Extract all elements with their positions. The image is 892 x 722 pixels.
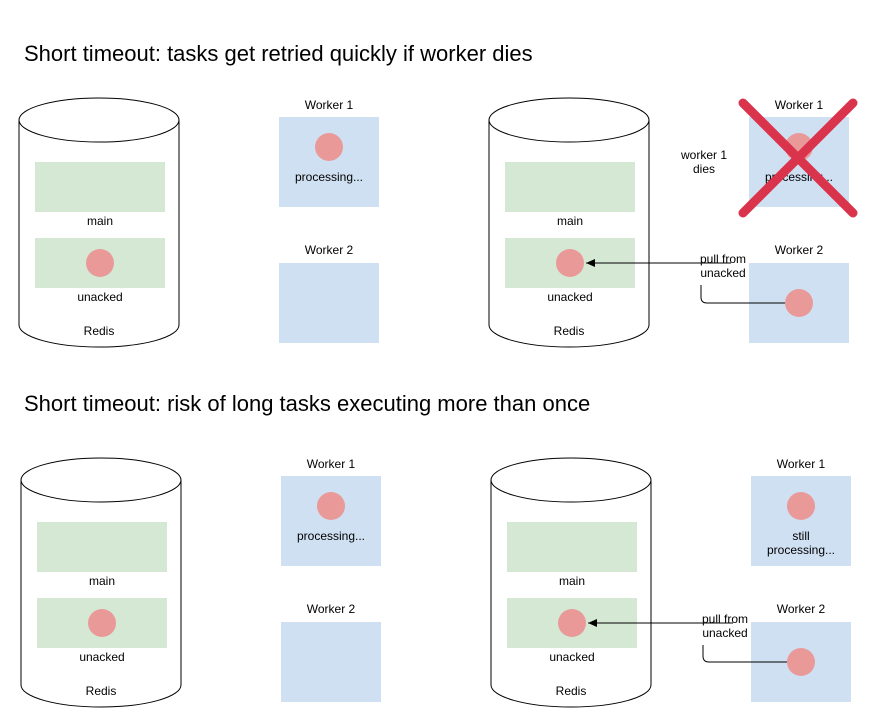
worker-1-label: Worker 1 <box>305 98 354 112</box>
main-queue-label: main <box>557 214 583 228</box>
worker-1-label: Worker 1 <box>775 98 824 112</box>
pull-from-unacked-label-line-1: pull from <box>700 252 746 266</box>
worker-1: Worker 1processing... <box>738 98 858 218</box>
database-top <box>488 97 650 143</box>
pull-from-unacked-label-line-2: unacked <box>702 626 747 640</box>
section-2-title: Short timeout: risk of long tasks execut… <box>24 391 590 416</box>
main-queue-label: main <box>87 214 113 228</box>
main-queue-label: main <box>89 574 115 588</box>
worker-1-box <box>279 117 379 207</box>
worker-2: Worker 2 <box>751 602 851 702</box>
worker-1-task-circle <box>317 492 345 520</box>
main-queue-box <box>37 522 167 572</box>
worker-2: Worker 2 <box>281 602 381 702</box>
worker-1-task-circle <box>315 133 343 161</box>
unacked-task-circle <box>558 609 586 637</box>
worker-1-status-line-2: processing... <box>767 543 835 557</box>
worker-1-status-line-1: processing... <box>295 170 363 184</box>
connector-line <box>700 285 785 304</box>
worker-1-status-line-1: still <box>792 529 809 543</box>
pull-from-unacked-label-line-1: pull from <box>702 612 748 626</box>
connector-line <box>702 645 787 663</box>
worker-1-status-line-1: processing... <box>297 529 365 543</box>
database-top <box>18 97 180 143</box>
unacked-queue-label: unacked <box>547 290 592 304</box>
database-top <box>490 457 652 503</box>
worker-2-label: Worker 2 <box>777 602 826 616</box>
worker-dies-note-line-1: worker 1 <box>680 148 727 162</box>
main-queue-box <box>507 522 637 572</box>
worker-1-box <box>281 476 381 566</box>
main-queue-label: main <box>559 574 585 588</box>
worker-1-task-circle <box>787 492 815 520</box>
worker-1: Worker 1 processing... <box>279 98 379 207</box>
worker-1: Worker 1 stillprocessing... <box>751 457 851 566</box>
database-label: Redis <box>554 324 585 338</box>
worker-1-label: Worker 1 <box>777 457 826 471</box>
database-body <box>490 480 652 708</box>
section-1-title: Short timeout: tasks get retried quickly… <box>24 41 533 66</box>
worker-2-box <box>279 263 379 343</box>
unacked-queue-label: unacked <box>77 290 122 304</box>
database-body <box>18 120 180 348</box>
database-label: Redis <box>84 324 115 338</box>
worker-1-box <box>751 476 851 566</box>
worker-dead-cross-icon <box>738 98 858 218</box>
worker-2: Worker 2 <box>749 243 849 343</box>
worker-2-label: Worker 2 <box>305 243 354 257</box>
worker-2-label: Worker 2 <box>307 602 356 616</box>
main-queue-box <box>35 162 165 212</box>
worker-2: Worker 2 <box>279 243 379 343</box>
unacked-task-circle <box>556 249 584 277</box>
database-body <box>488 120 650 348</box>
unacked-queue-label: unacked <box>549 650 594 664</box>
worker-2-label: Worker 2 <box>775 243 824 257</box>
worker-2-box <box>281 622 381 702</box>
unacked-task-circle <box>86 249 114 277</box>
database-label: Redis <box>556 684 587 698</box>
main-queue-box <box>505 162 635 212</box>
worker-1-label: Worker 1 <box>307 457 356 471</box>
pull-from-unacked-label-line-2: unacked <box>700 266 745 280</box>
cross-stroke-2 <box>738 98 858 218</box>
database-label: Redis <box>86 684 117 698</box>
worker-dies-note-line-2: dies <box>693 162 715 176</box>
database-body <box>20 480 182 708</box>
unacked-task-circle <box>88 609 116 637</box>
worker-2-task-circle <box>787 648 815 676</box>
worker-2-task-circle <box>785 289 813 317</box>
worker-1: Worker 1 processing... <box>281 457 381 566</box>
database-top <box>20 457 182 503</box>
unacked-queue-label: unacked <box>79 650 124 664</box>
